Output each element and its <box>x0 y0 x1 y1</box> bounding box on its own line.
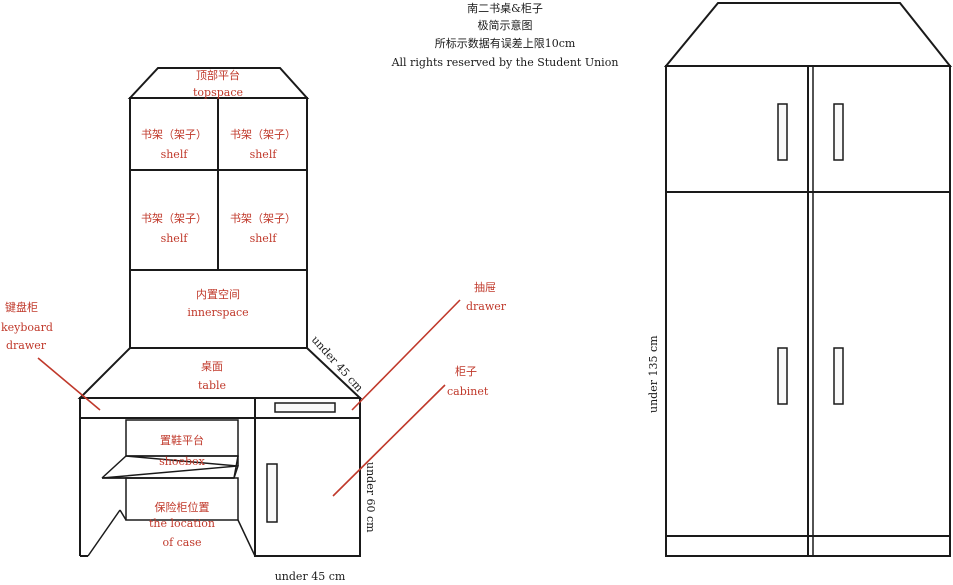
height-dimension: under 60 cm <box>364 462 377 533</box>
desk-left-base <box>119 509 127 521</box>
header-title: 南二书桌&柜子 <box>467 2 543 15</box>
desk-cabinet <box>254 417 361 557</box>
header-error-note: 所标示数据有误差上限10cm <box>435 36 576 50</box>
keyboard-label-en: keyboard <box>1 321 53 334</box>
header-copyright: All rights reserved by the Student Union <box>391 56 619 69</box>
innerspace-label-en: innerspace <box>187 306 248 319</box>
depth-dimension: under 45 cm <box>309 333 366 395</box>
shelf-label-cn: 书架（架子） <box>141 212 207 225</box>
keyboard-label-en: drawer <box>6 339 47 352</box>
desk <box>77 67 363 557</box>
case-area <box>125 477 239 521</box>
case-label-cn: 保险柜位置 <box>155 500 210 514</box>
cabinet-label-en: cabinet <box>447 385 489 398</box>
innerspace-label-cn: 内置空间 <box>196 287 240 301</box>
desk-left-leg <box>87 509 121 557</box>
wardrobe-roof <box>663 1 953 67</box>
wardrobe-handle <box>777 103 788 161</box>
wardrobe-handle <box>777 347 788 405</box>
cabinet-label-cn: 柜子 <box>455 365 477 378</box>
keyboard-leader-line <box>37 357 101 411</box>
shelf-label-cn: 书架（架子） <box>230 212 296 225</box>
shelf-label-cn: 书架（架子） <box>230 128 296 141</box>
wardrobe-handle <box>833 347 844 405</box>
shelf-label-en: shelf <box>161 232 189 245</box>
topspace-label-cn: 顶部平台 <box>196 68 240 82</box>
keyboard-label-cn: 键盘柜 <box>5 300 38 314</box>
desk-front-edge <box>79 397 361 419</box>
cabinet-leader-line <box>332 384 446 497</box>
shelf-label-en: shelf <box>161 148 189 161</box>
wardrobe-handle <box>833 103 844 161</box>
desk-right-base <box>237 519 256 557</box>
drawer-handle <box>274 402 336 413</box>
table-label-cn: 桌面 <box>201 360 223 373</box>
header: 南二书桌&柜子 极简示意图 所标示数据有误差上限10cm All rights … <box>391 2 619 69</box>
desk-labels: 顶部平台 topspace 书架（架子） shelf 书架（架子） shelf … <box>1 68 507 549</box>
drawer-label-en: drawer <box>466 300 507 313</box>
shelf-label-en: shelf <box>250 148 278 161</box>
shoebox-label-cn: 置鞋平台 <box>160 433 204 447</box>
wardrobe-height-dimension: under 135 cm <box>647 335 660 413</box>
drawer-label-cn: 抽屉 <box>474 280 496 294</box>
case-label-en: of case <box>162 536 201 549</box>
table-label-en: table <box>198 379 226 392</box>
topspace-label-en: topspace <box>193 86 243 99</box>
shoebox-label-en: shoebox <box>159 455 206 468</box>
shoebox-shelf <box>101 455 127 479</box>
drawer-leader-line <box>351 299 461 411</box>
shelf-label-en: shelf <box>250 232 278 245</box>
case-label-en: the location <box>149 517 215 530</box>
width-dimension: under 45 cm <box>275 570 346 583</box>
cabinet-handle <box>266 463 278 523</box>
shelf-label-cn: 书架（架子） <box>141 128 207 141</box>
wardrobe <box>663 1 953 557</box>
shoebox-shelf <box>233 455 239 479</box>
header-subtitle: 极简示意图 <box>478 18 533 32</box>
